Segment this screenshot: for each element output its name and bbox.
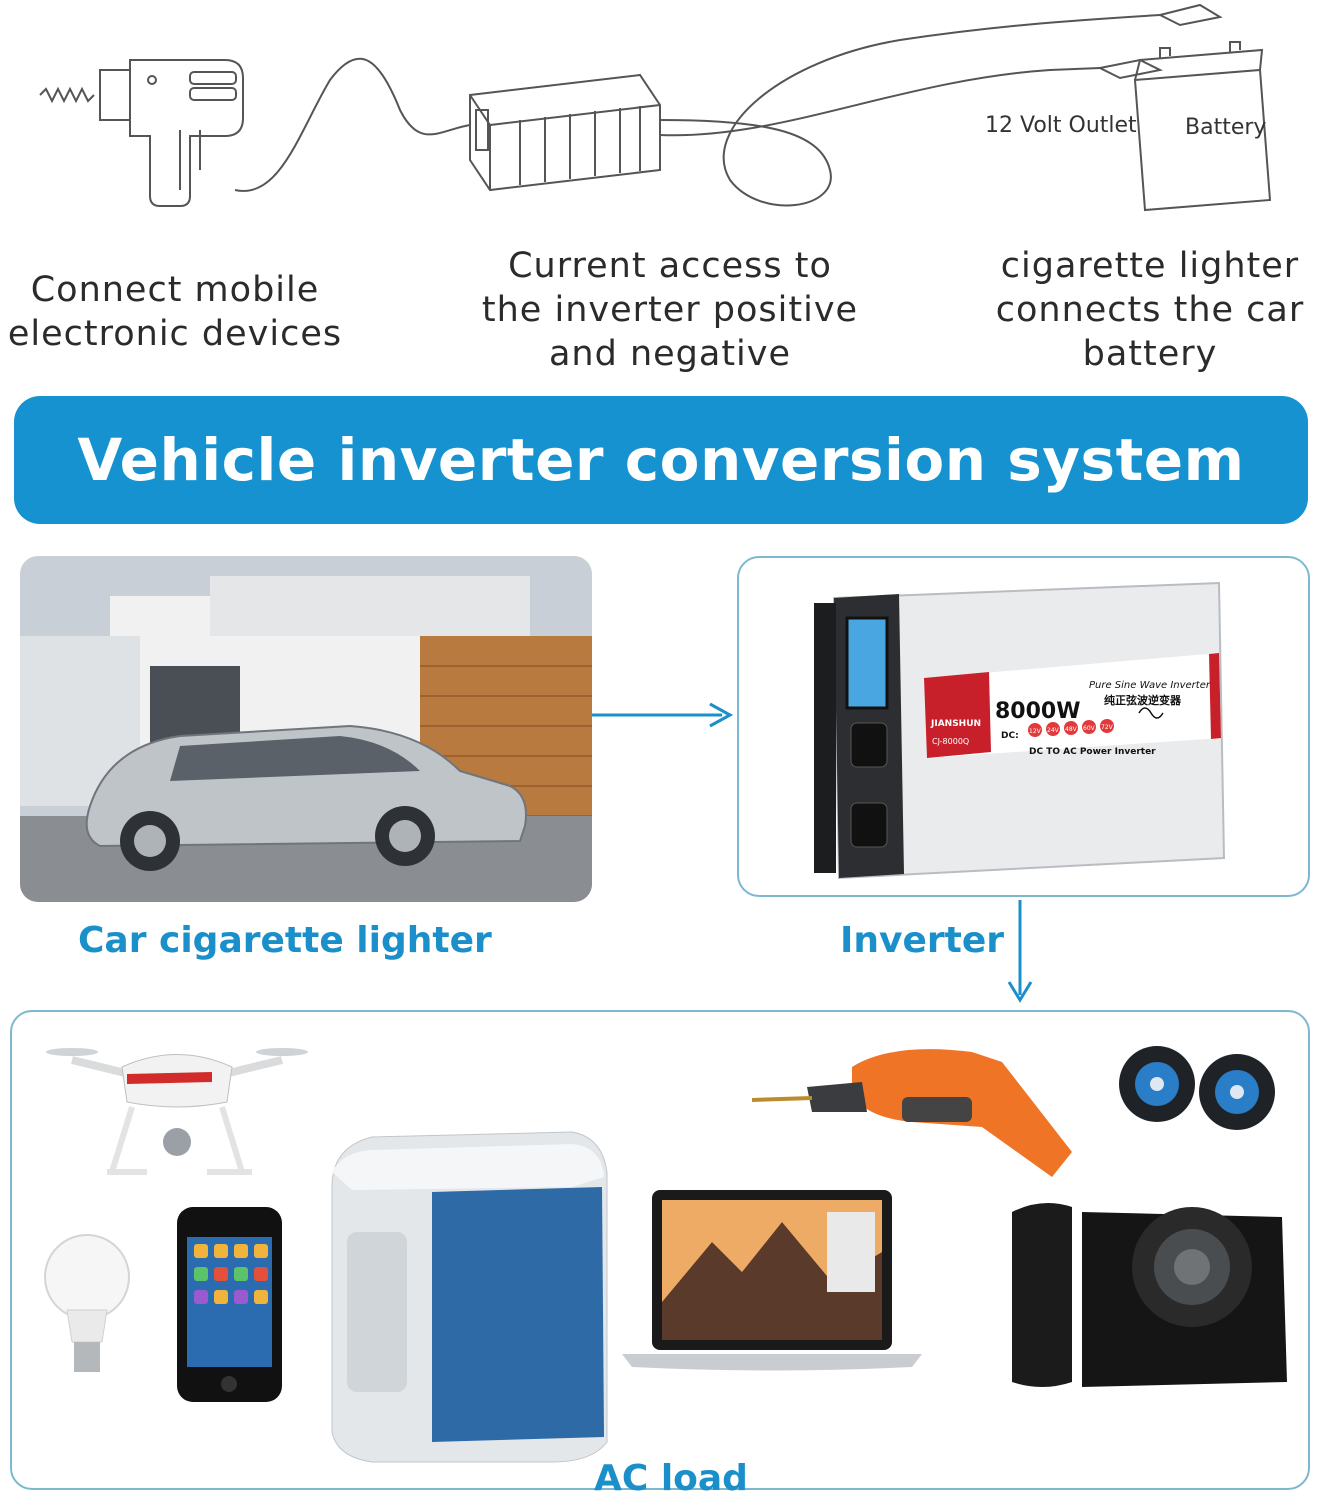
speaker-icon <box>1119 1046 1275 1130</box>
smartphone-icon <box>177 1207 282 1402</box>
car-photo <box>20 556 592 902</box>
voltage-badges: 12V 24V 48V 60V 72V <box>1028 719 1114 737</box>
battery-icon <box>1133 41 1272 212</box>
inverter-tagline: DC TO AC Power Inverter <box>1029 747 1156 757</box>
svg-text:24V: 24V <box>1047 727 1060 734</box>
arrow-down-icon <box>1007 900 1033 1003</box>
car-fridge-icon <box>331 1131 608 1463</box>
inverter-line-cn: 纯正弦波逆变器 <box>1104 693 1182 707</box>
car-label: Car cigarette lighter <box>78 920 492 961</box>
camera-icon <box>1012 1203 1287 1387</box>
connection-sketch: 12 Volt Outlet Battery <box>39 3 1272 212</box>
drone-icon <box>46 1048 308 1175</box>
drill-bit-icon <box>39 86 95 104</box>
inverter-line-en: Pure Sine Wave Inverter <box>1089 680 1211 691</box>
drill-icon <box>99 59 244 207</box>
inverter-brand: JIANSHUN <box>930 719 981 729</box>
inverter-model: CJ-8000Q <box>932 737 969 746</box>
outlet-label: 12 Volt Outlet <box>985 113 1137 138</box>
clamp-icon <box>1096 3 1223 80</box>
arrow-right-icon <box>592 702 734 728</box>
svg-text:60V: 60V <box>1083 725 1096 732</box>
svg-text:48V: 48V <box>1065 726 1078 733</box>
inverter-panel: JIANSHUN CJ-8000Q 8000W Pure Sine Wave I… <box>737 556 1310 897</box>
svg-text:72V: 72V <box>1101 724 1114 731</box>
ac-load-label: AC load <box>594 1458 748 1499</box>
banner-title: Vehicle inverter conversion system <box>77 426 1245 494</box>
inverter-power: 8000W <box>995 699 1081 724</box>
caption-battery: cigarette lighter connects the car batte… <box>995 246 1305 374</box>
laptop-icon <box>622 1190 922 1371</box>
inverter-label: Inverter <box>840 920 1005 961</box>
inverter-sketch-icon <box>469 73 661 192</box>
cordless-drill-icon <box>751 1049 1072 1177</box>
caption-inverter: Current access to the inverter positive … <box>481 246 859 374</box>
svg-text:12V: 12V <box>1029 728 1042 735</box>
battery-label: Battery <box>1185 115 1266 140</box>
ac-load-panel <box>10 1010 1310 1490</box>
caption-devices: Connect mobile electronic devices <box>7 270 343 354</box>
title-banner: Vehicle inverter conversion system <box>14 396 1308 524</box>
light-bulb-icon <box>44 1234 130 1372</box>
car-icon <box>85 724 527 871</box>
inverter-dc-label: DC: <box>1001 731 1019 741</box>
